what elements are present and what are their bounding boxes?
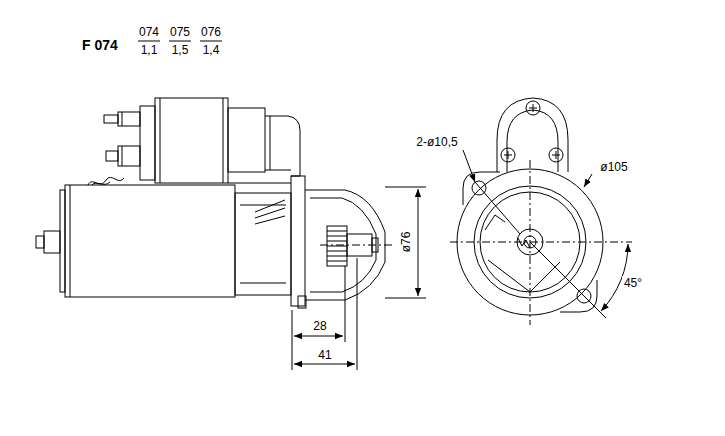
angle-dimension: 45° — [622, 276, 644, 290]
part-number: F 074 — [80, 37, 120, 53]
variant-number: 075 — [168, 25, 192, 39]
power-rating: 1,5 — [170, 43, 191, 57]
diameter-dimension: ø105 — [598, 160, 629, 174]
power-rating: 1,4 — [201, 43, 222, 57]
variant-number: 076 — [199, 25, 223, 39]
length-dimension: 41 — [316, 348, 333, 362]
length-dimension: 28 — [311, 319, 328, 333]
power-rating: 1,1 — [139, 43, 160, 57]
variant-number: 074 — [137, 25, 161, 39]
hole-dimension: 2-ø10,5 — [414, 135, 459, 149]
diameter-dimension: ø76 — [399, 230, 413, 255]
